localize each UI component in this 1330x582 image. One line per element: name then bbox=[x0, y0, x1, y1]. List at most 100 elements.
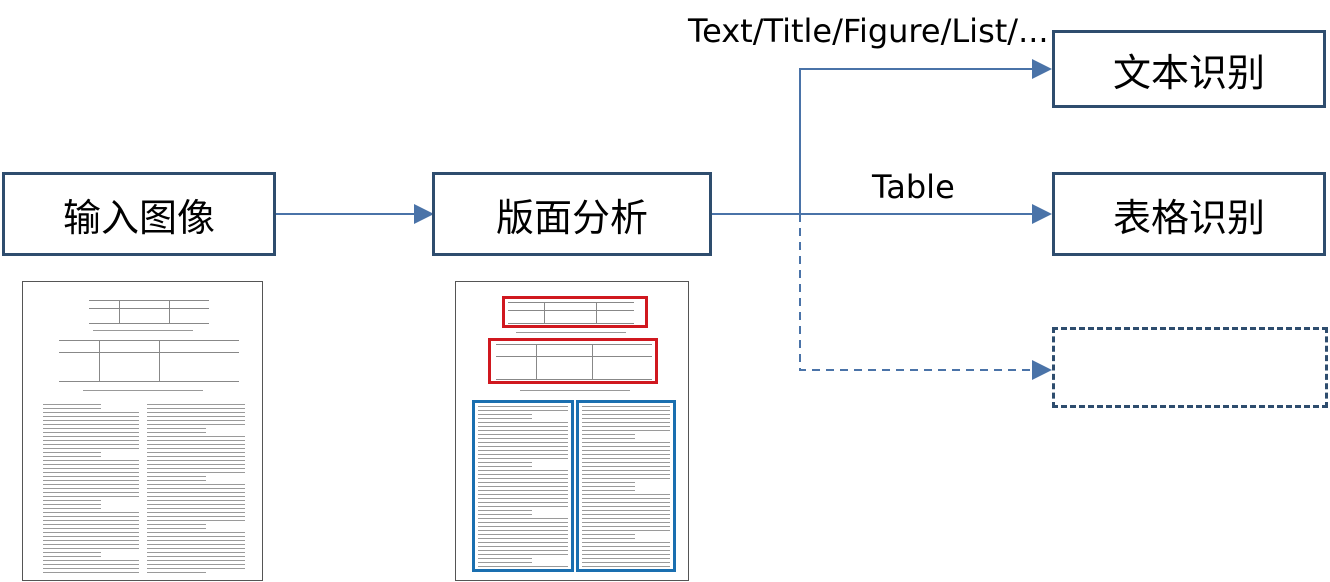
text-line bbox=[582, 522, 670, 523]
text-line bbox=[478, 494, 568, 495]
doc2-caption-2 bbox=[520, 390, 630, 391]
text-line bbox=[582, 438, 635, 439]
text-line bbox=[478, 466, 532, 467]
text-line bbox=[147, 440, 245, 441]
text-line bbox=[582, 558, 670, 559]
text-line bbox=[478, 438, 568, 439]
text-line bbox=[147, 548, 245, 549]
text-line bbox=[43, 468, 139, 469]
text-line bbox=[147, 424, 245, 425]
text-line bbox=[147, 556, 245, 557]
text-line bbox=[43, 496, 139, 497]
text-line bbox=[582, 546, 670, 547]
text-line bbox=[582, 526, 670, 527]
text-line bbox=[478, 414, 532, 415]
doc2-table-1 bbox=[508, 302, 634, 324]
text-line bbox=[43, 420, 139, 421]
text-line bbox=[478, 418, 532, 419]
doc2-text-highlight-left bbox=[472, 400, 574, 572]
text-line bbox=[43, 556, 101, 557]
text-line bbox=[478, 410, 568, 411]
text-line bbox=[478, 430, 568, 431]
doc2-caption-1 bbox=[516, 332, 626, 333]
text-line bbox=[582, 562, 670, 563]
text-line bbox=[147, 476, 206, 477]
text-line bbox=[582, 442, 670, 443]
text-line bbox=[478, 538, 568, 539]
text-line bbox=[147, 488, 245, 489]
text-line bbox=[582, 466, 670, 467]
text-line bbox=[43, 572, 139, 573]
text-line bbox=[582, 534, 635, 535]
text-line bbox=[478, 482, 568, 483]
doc2-table-highlight-1 bbox=[502, 296, 648, 328]
text-line bbox=[582, 506, 670, 507]
text-line bbox=[147, 428, 206, 429]
text-line bbox=[43, 540, 139, 541]
text-line bbox=[582, 450, 670, 451]
text-line bbox=[147, 464, 245, 465]
text-line bbox=[582, 426, 670, 427]
text-line bbox=[147, 516, 245, 517]
text-line bbox=[582, 538, 635, 539]
text-line bbox=[582, 434, 635, 435]
text-line bbox=[147, 520, 245, 521]
text-line bbox=[582, 422, 670, 423]
text-line bbox=[582, 486, 635, 487]
text-line bbox=[43, 488, 139, 489]
text-line bbox=[147, 496, 245, 497]
text-line bbox=[478, 566, 568, 567]
text-line bbox=[43, 424, 139, 425]
text-line bbox=[147, 492, 245, 493]
text-line bbox=[478, 426, 568, 427]
text-line bbox=[147, 532, 245, 533]
arrow-layout-to-placeholder bbox=[799, 214, 1052, 380]
text-line bbox=[478, 406, 568, 407]
text-line bbox=[582, 566, 670, 567]
text-line bbox=[43, 404, 101, 405]
text-line bbox=[478, 530, 568, 531]
text-line bbox=[582, 530, 670, 531]
text-line bbox=[147, 536, 245, 537]
text-line bbox=[43, 548, 139, 549]
text-line bbox=[582, 494, 670, 495]
text-line bbox=[478, 470, 568, 471]
text-line bbox=[478, 462, 532, 463]
text-line bbox=[43, 480, 139, 481]
text-line bbox=[43, 412, 139, 413]
node-text-recognition: 文本识别 bbox=[1052, 30, 1326, 108]
text-line bbox=[43, 492, 139, 493]
text-line bbox=[43, 560, 139, 561]
input-document-thumbnail bbox=[22, 281, 263, 581]
node-text-recognition-label: 文本识别 bbox=[1112, 50, 1265, 95]
text-line bbox=[147, 448, 245, 449]
text-line bbox=[147, 472, 245, 473]
text-line bbox=[43, 520, 139, 521]
text-line bbox=[478, 546, 568, 547]
text-line bbox=[582, 482, 635, 483]
doc1-caption-1 bbox=[93, 330, 193, 331]
text-line bbox=[478, 534, 568, 535]
text-line bbox=[43, 500, 101, 501]
doc2-table-2 bbox=[496, 344, 652, 380]
text-line bbox=[43, 528, 139, 529]
text-line bbox=[43, 516, 139, 517]
text-line bbox=[478, 450, 568, 451]
text-line bbox=[147, 416, 245, 417]
node-input-image: 输入图像 bbox=[2, 172, 276, 256]
text-line bbox=[582, 490, 635, 491]
text-line bbox=[147, 512, 245, 513]
text-line bbox=[582, 514, 670, 515]
edge-label-table-branch: Table bbox=[872, 168, 955, 206]
text-line bbox=[478, 542, 568, 543]
text-line bbox=[582, 518, 670, 519]
text-line bbox=[147, 468, 245, 469]
text-line bbox=[147, 568, 245, 569]
doc1-caption-2 bbox=[83, 390, 203, 391]
text-line bbox=[147, 484, 245, 485]
text-line bbox=[582, 406, 670, 407]
text-line bbox=[582, 418, 670, 419]
text-line bbox=[147, 564, 245, 565]
text-line bbox=[147, 460, 245, 461]
text-line bbox=[147, 572, 206, 573]
